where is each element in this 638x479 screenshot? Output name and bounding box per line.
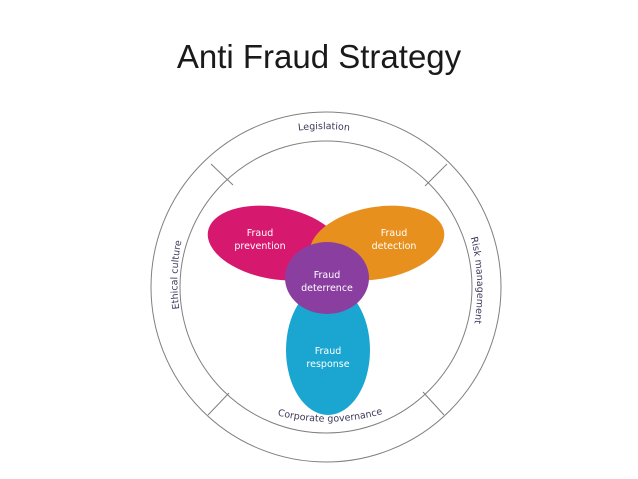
label-fraud-deterrence-2: deterrence: [301, 283, 353, 294]
outer-ring: [150, 111, 502, 463]
label-fraud-detection: Fraud: [381, 228, 408, 239]
label-fraud-response: Fraud: [315, 346, 342, 357]
label-fraud-deterrence: Fraud: [314, 270, 341, 281]
lobe-fraud-response: [286, 285, 370, 415]
lobe-fraud-deterrence: [285, 242, 369, 314]
ring-divider-top-left: [210, 163, 234, 186]
ring-divider-bottom-right: [422, 391, 445, 416]
slide-title: Anti Fraud Strategy: [176, 38, 462, 75]
label-fraud-prevention-2: prevention: [234, 241, 285, 252]
ring-divider-top-right: [424, 163, 448, 187]
label-fraud-prevention: Fraud: [247, 228, 274, 239]
ring-divider-bottom-left: [207, 392, 230, 416]
label-legislation: Legislation: [297, 121, 350, 134]
label-fraud-response-2: response: [306, 359, 349, 370]
label-ethical-culture: Ethical culture: [169, 239, 184, 310]
inner-ring: [179, 140, 473, 434]
label-fraud-detection-2: detection: [372, 241, 417, 252]
